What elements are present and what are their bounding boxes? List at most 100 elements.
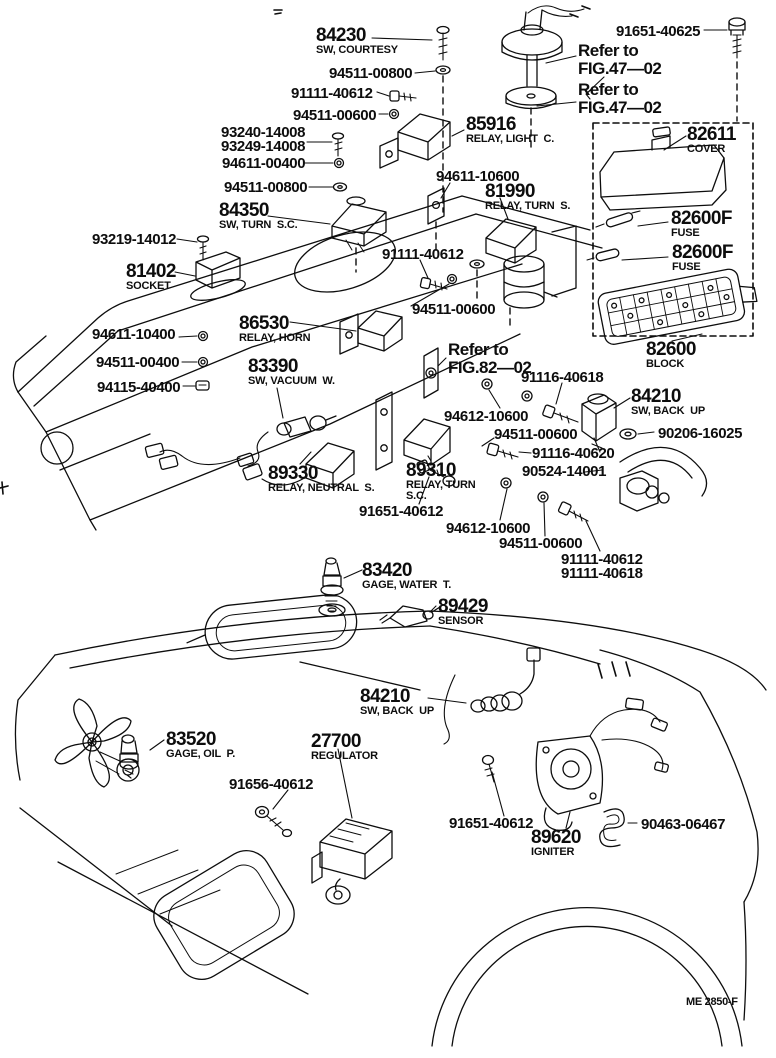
part-label: 91651-40625: [616, 24, 700, 40]
clamp-90463: [599, 808, 625, 848]
part-description: SW, VACUUM W.: [248, 375, 335, 388]
reference-figure: FIG.47—02: [578, 58, 662, 78]
part-description: GAGE, WATER T.: [362, 579, 452, 592]
part-description: RELAY, NEUTRAL S.: [268, 482, 375, 495]
part-label: 94511-00600: [412, 301, 496, 318]
fuse-box-82600: [586, 122, 758, 345]
part-number: 89330: [268, 463, 318, 484]
part-label: 91111-40612: [382, 247, 464, 263]
part-label: 91111-40618: [561, 566, 643, 582]
part-number: 91111-40612: [382, 246, 464, 263]
bracket-94611-10600: [427, 187, 445, 225]
part-number: 94511-00800: [329, 65, 413, 82]
part-label: 93249-14008: [221, 139, 305, 155]
wheel-arch: [431, 901, 747, 1047]
part-number: 93219-14012: [92, 231, 177, 248]
reference-text: Refer to: [578, 80, 639, 99]
part-number: 91651-40625: [616, 23, 701, 40]
water-temp-gauge-83420: [318, 557, 346, 617]
part-number: 90206-16025: [658, 425, 743, 442]
part-number: 82600F: [671, 208, 732, 229]
part-number: 84230: [316, 25, 366, 46]
sensor-89429: [379, 605, 441, 628]
part-description: IGNITER: [531, 846, 575, 859]
part-label: 91111-40612: [291, 86, 373, 102]
oil-gauge-83520: [119, 734, 139, 779]
part-description: SW, TURN S.C.: [219, 219, 298, 232]
part-label: 94115-40400: [97, 380, 181, 396]
part-label: 93219-14012: [92, 232, 176, 248]
part-number: 81990: [485, 181, 535, 202]
part-number: 86530: [239, 313, 289, 334]
part-label: 90524-14001: [522, 464, 606, 480]
part-number: 91111-40618: [561, 565, 643, 582]
reference-figure: FIG.82—02: [448, 357, 532, 377]
part-label: 91116-40620: [532, 446, 615, 462]
part-number: 83390: [248, 356, 298, 377]
part-number: 91111-40612: [291, 85, 373, 102]
part-number: 84210: [360, 686, 410, 707]
turn-switch-84350: [331, 196, 387, 253]
cable-guide-90524: [619, 446, 708, 512]
bolt-91651-40612: [416, 459, 456, 487]
reference-text: Refer to: [448, 340, 509, 359]
part-description: COVER: [687, 143, 726, 156]
part-number: 91656-40612: [229, 776, 314, 793]
part-description: RELAY, TURN S.C.: [406, 479, 476, 503]
cowl-panel-outline: [12, 195, 603, 531]
bolt-91651-40612-lower: [481, 754, 495, 783]
part-number: 89429: [438, 596, 488, 617]
bolt-91656-40612: [254, 805, 293, 838]
relay-81990: [485, 218, 577, 309]
part-number: 94511-00600: [412, 301, 496, 318]
part-description: RELAY, TURN S.: [485, 200, 571, 213]
part-description: RELAY, LIGHT C.: [466, 133, 555, 146]
part-number: 89310: [406, 460, 456, 481]
part-number: 82600F: [672, 242, 733, 263]
part-number: 91111-40612: [561, 551, 643, 568]
fastener-glyphs-top: [195, 25, 485, 391]
part-description: BLOCK: [646, 358, 685, 371]
part-number: 93240-14008: [221, 124, 306, 141]
reference-figure: FIG.47—02: [578, 97, 662, 117]
part-number: 82611: [687, 124, 736, 145]
part-number: 82600: [646, 339, 696, 360]
part-label: 93240-14008: [221, 125, 305, 141]
part-label: 91651-40612: [449, 816, 533, 832]
igniter-89620: [535, 697, 669, 831]
part-number: 94611-10600: [436, 168, 520, 185]
part-number: 90524-14001: [522, 463, 607, 480]
air-cleaner: [186, 594, 358, 660]
part-number: 90463-06467: [641, 816, 726, 833]
socket-81402: [190, 251, 246, 301]
part-number: 94511-00600: [293, 107, 377, 124]
backup-switch-84210-lower: [443, 647, 541, 745]
part-label: 91111-40612: [561, 552, 643, 568]
part-number: 94511-00600: [494, 426, 578, 443]
part-label: 94511-00400: [96, 355, 180, 371]
bolt-91651-40625: [728, 17, 746, 59]
part-label: 91656-40612: [229, 777, 313, 793]
part-label: 94612-10600: [444, 409, 528, 425]
part-label: 94611-00400: [222, 156, 306, 172]
part-label: 94511-00800: [329, 65, 413, 82]
part-label: 94511-00600: [293, 107, 377, 124]
part-description: GAGE, OIL P.: [166, 748, 236, 761]
part-number: 81402: [126, 261, 176, 282]
backup-switch-84210-upper: [481, 378, 637, 522]
fuse-82600F-glyphs: [586, 210, 641, 262]
part-label: 94511-00600: [499, 536, 583, 552]
